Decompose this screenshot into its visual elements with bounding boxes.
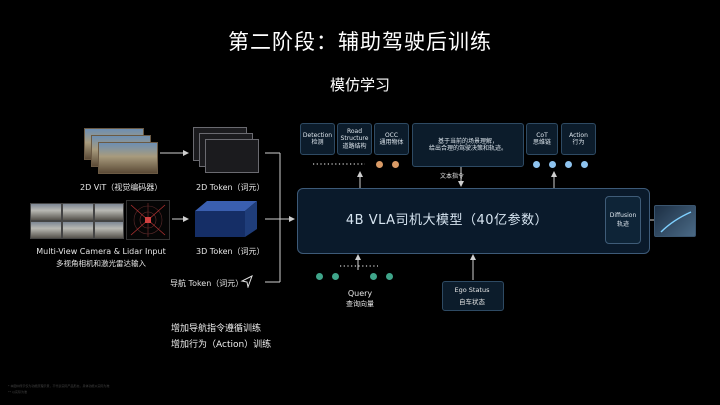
lidar-pointcloud: [130, 203, 166, 237]
token-dot-blue-2: [549, 161, 556, 168]
camera-label-en: Multi-View Camera & Lidar Input: [36, 247, 166, 256]
query-dot-1: [316, 273, 323, 280]
trajectory-path-icon: [660, 211, 692, 233]
query-dot-2: [332, 273, 339, 280]
token-dot-blue-1: [533, 161, 540, 168]
camera-label-cn: 多视角相机和激光雷达输入: [56, 259, 146, 268]
vit-image-3: [98, 142, 158, 174]
slide-title: 第二阶段：辅助驾驶后训练: [228, 30, 492, 54]
footnote-1: * 本图中所示仅为功能原理示意，不代表实际产品形态，具体功能以实际为准: [8, 384, 110, 388]
nav-token-label: 导航 Token（词元）: [170, 279, 244, 288]
lidar-image: [126, 200, 170, 240]
token-3d-label: 3D Token（词元）: [196, 247, 265, 256]
detection-box: Detection 检测: [300, 123, 335, 155]
token-dot-orange-1: [376, 161, 383, 168]
cot-box: CoT 思维链: [526, 123, 558, 155]
query-label-en: Query: [347, 289, 373, 298]
slide-subtitle: 模仿学习: [329, 76, 390, 94]
query-label-cn: 查询向量: [346, 300, 374, 308]
navigation-arrow-icon: [240, 274, 253, 288]
vit-label: 2D ViT（视觉编码器）: [80, 183, 163, 192]
camera-image-2: [62, 203, 94, 221]
token-dot-blue-4: [581, 161, 588, 168]
token-2d-label: 2D Token（词元）: [196, 183, 265, 192]
text-instruction-label: 文本指令: [440, 173, 465, 180]
camera-image-6: [94, 221, 124, 239]
token-2d-card-3: [205, 139, 259, 173]
note-action-training: 增加行为（Action）训练: [171, 340, 272, 350]
diffusion-box: Diffusion 轨迹: [605, 196, 641, 244]
road-structure-box: Road Structure 道路结构: [337, 123, 372, 155]
camera-image-5: [62, 221, 94, 239]
ego-status-label-en: Ego Status: [454, 286, 490, 294]
trajectory-output-image: [654, 205, 696, 237]
token-dot-orange-2: [392, 161, 399, 168]
camera-image-3: [94, 203, 124, 221]
query-dot-4: [386, 273, 393, 280]
token-3d-cube: [195, 201, 257, 237]
camera-image-4: [30, 221, 62, 239]
note-nav-training: 增加导航指令遵循训练: [171, 324, 262, 334]
scene-understanding-box: 基于当前的场景理解， 给出合理的驾驶决策和轨迹。: [412, 123, 524, 167]
vla-model-label: 4B VLA司机大模型（40亿参数）: [345, 213, 549, 228]
footnote-2: ** 以实际为准: [8, 390, 27, 394]
action-box: Action 行为: [561, 123, 596, 155]
ego-status-label-cn: 自车状态: [459, 298, 485, 306]
query-dot-3: [370, 273, 377, 280]
occ-box: OCC 通用物体: [374, 123, 409, 155]
token-dot-blue-3: [565, 161, 572, 168]
ego-status-box: [442, 281, 504, 311]
vla-model-box: [297, 188, 650, 254]
camera-image-1: [30, 203, 62, 221]
